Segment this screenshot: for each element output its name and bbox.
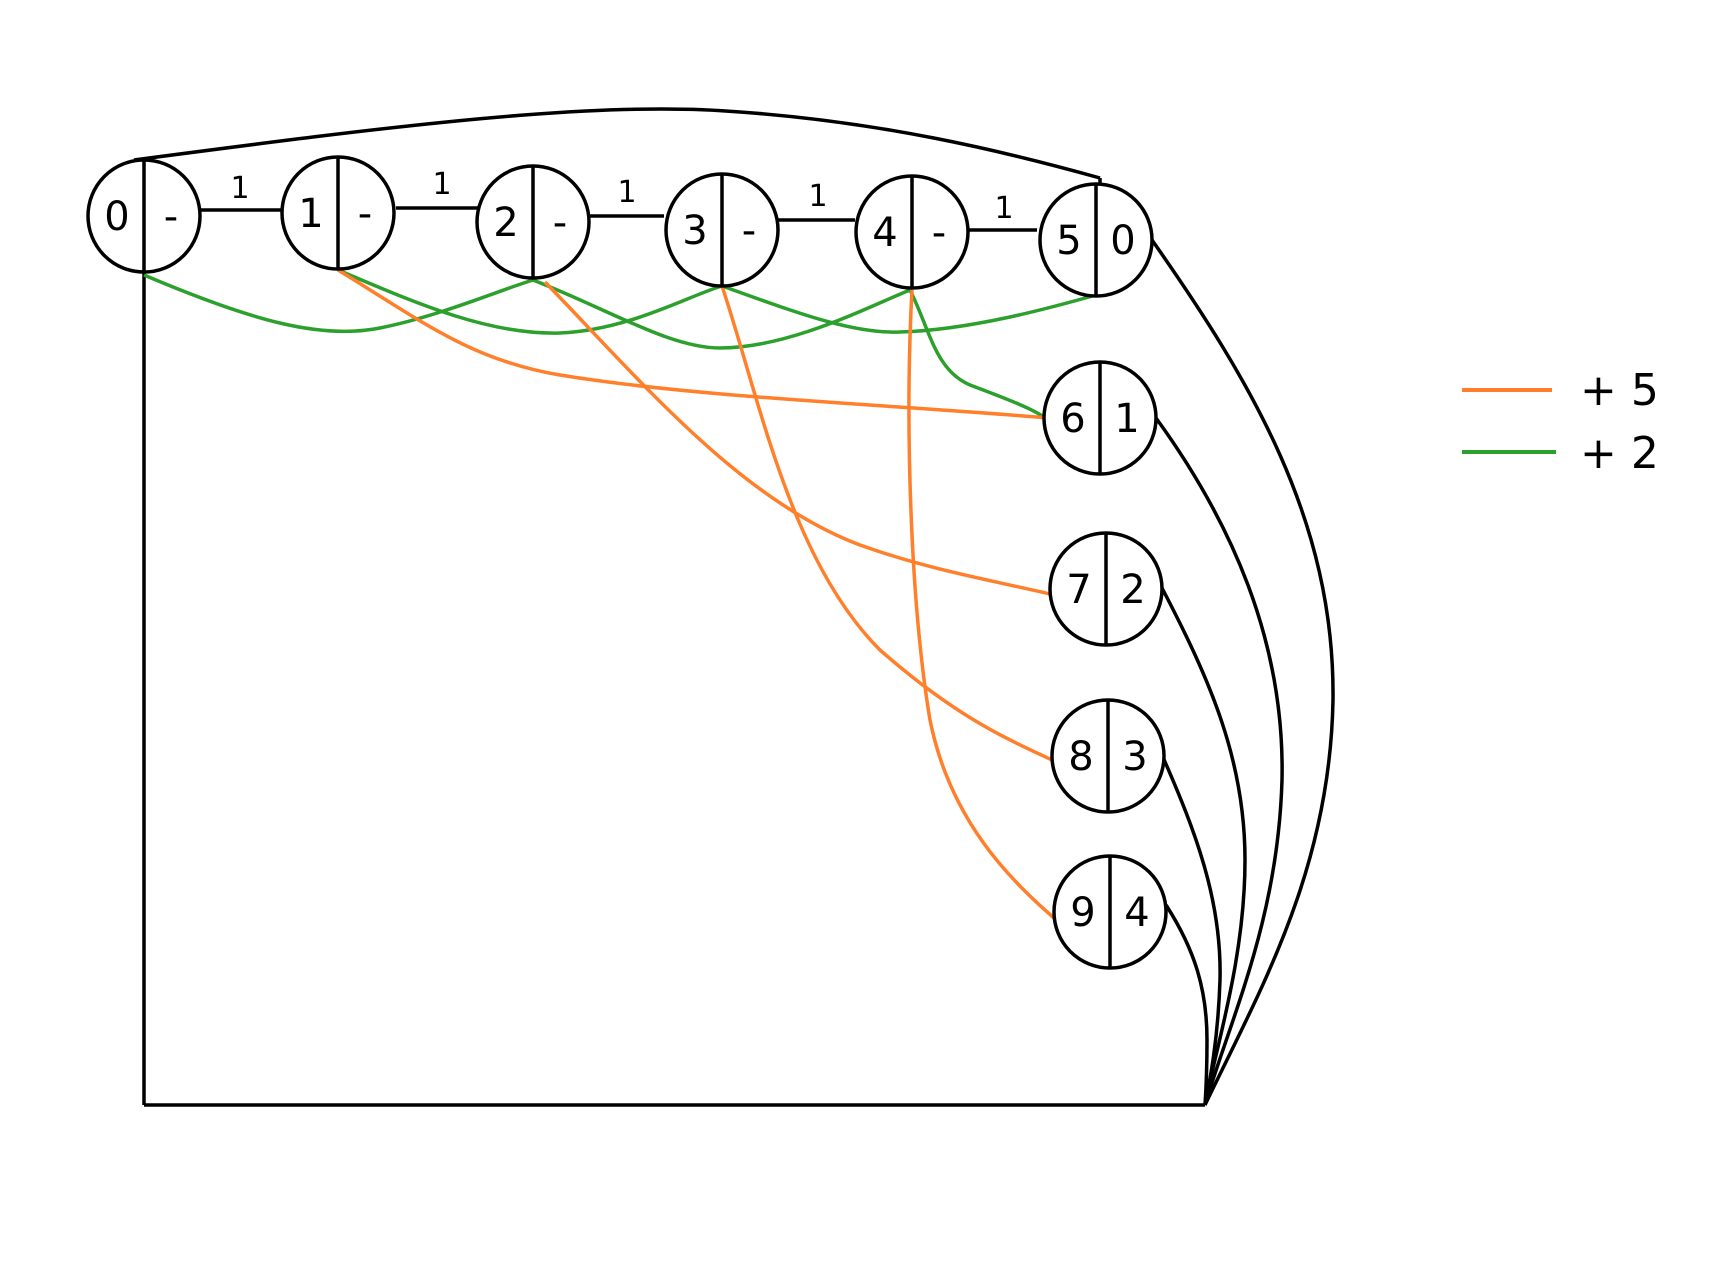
orange-edge-2-7: [543, 280, 1051, 596]
chain-edge-weight-label: 1: [617, 175, 636, 210]
node-id-label: 5: [1056, 218, 1081, 264]
orange-edge-1-6: [337, 268, 1049, 420]
edge-node7-to-sink: [1160, 587, 1247, 1106]
orange-edge-4-9: [907, 289, 1056, 920]
black-edges: [133, 107, 1335, 1107]
green-edge-0-2: [143, 273, 534, 334]
green-edge-3-5: [721, 284, 1097, 334]
node-value-label: 1: [1114, 396, 1139, 442]
legend-label-plus2: + 2: [1580, 428, 1659, 479]
chain-edge-weight-label: 1: [808, 179, 827, 214]
node-4: 4-: [854, 174, 970, 290]
node-1: 1-: [280, 155, 396, 271]
edge-top-arc: [133, 107, 1101, 180]
node-value-label: -: [164, 194, 178, 240]
node-id-label: 4: [872, 210, 897, 256]
green-edge-1-3: [337, 268, 723, 335]
edge-node8-to-sink: [1160, 754, 1222, 1106]
edge-node6-to-sink: [1154, 416, 1284, 1106]
chain-edge-weight-label: 1: [432, 167, 451, 202]
node-0: 0-: [86, 158, 202, 274]
chain-edge-labels: 1 1 1 1 1: [230, 167, 1013, 226]
node-id-label: 1: [298, 191, 323, 237]
node-2: 2-: [475, 164, 591, 280]
node-value-label: 0: [1110, 218, 1135, 264]
green-edge-2-4: [532, 278, 911, 350]
node-id-label: 7: [1066, 567, 1091, 613]
orange-edge-3-8: [720, 285, 1053, 762]
edge-node9-to-sink: [1164, 904, 1209, 1106]
node-value-label: -: [553, 200, 567, 246]
node-id-label: 6: [1060, 396, 1085, 442]
green-edge-4-6: [908, 289, 1047, 420]
node-id-label: 2: [493, 200, 518, 246]
node-value-label: 3: [1122, 734, 1147, 780]
node-value-label: -: [932, 210, 946, 256]
node-id-label: 9: [1070, 890, 1095, 936]
node-value-label: 4: [1124, 890, 1149, 936]
node-id-label: 0: [104, 194, 129, 240]
node-value-label: 2: [1120, 567, 1145, 613]
node-id-label: 8: [1068, 734, 1093, 780]
edge-node5-to-sink: [1150, 238, 1335, 1106]
legend: + 5 + 2: [1462, 365, 1659, 479]
legend-label-plus5: + 5: [1580, 365, 1659, 416]
chain-edge-weight-label: 1: [230, 171, 249, 206]
node-3: 3-: [664, 172, 780, 288]
chain-edge-weight-label: 1: [994, 191, 1013, 226]
node-id-label: 3: [682, 208, 707, 254]
node-value-label: -: [742, 208, 756, 254]
node-value-label: -: [358, 191, 372, 237]
green-edges: [143, 268, 1097, 420]
orange-edges: [337, 268, 1056, 920]
